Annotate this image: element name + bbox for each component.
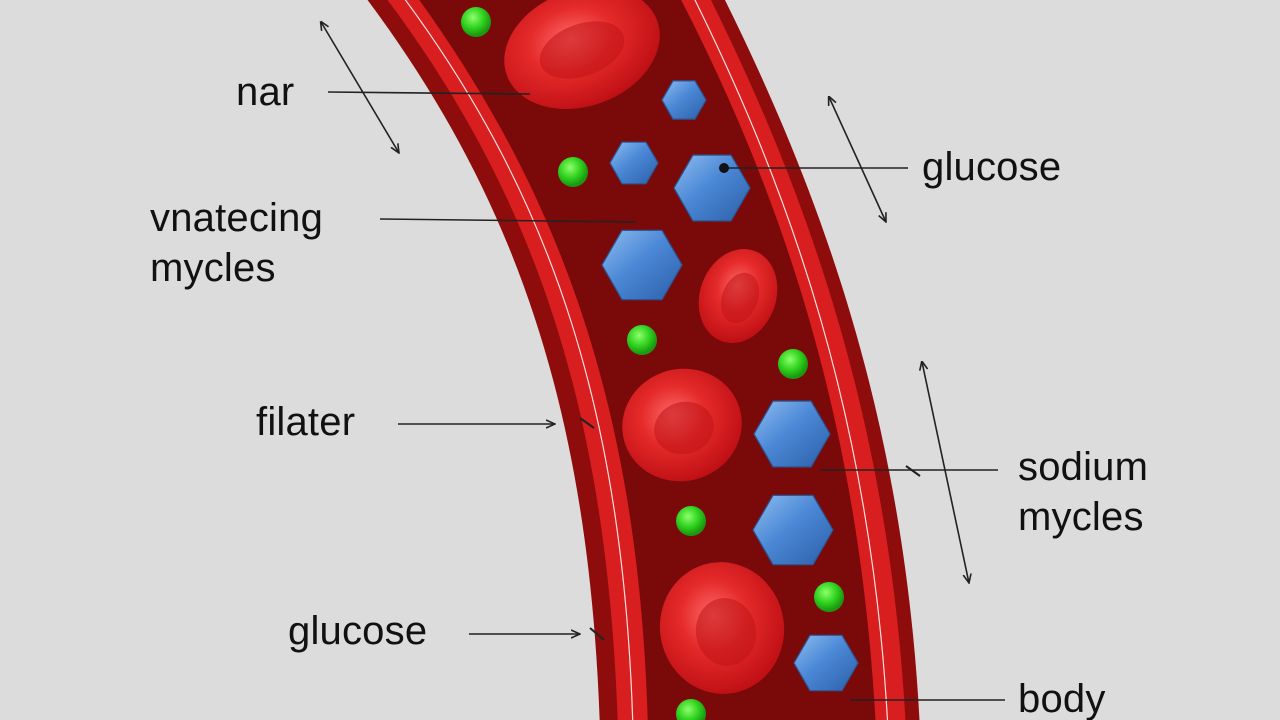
double-headed-arrow-icon (922, 362, 969, 583)
label-nar-text: nar (236, 70, 295, 114)
vessel-highlight-right (694, 0, 889, 720)
double-headed-arrow-icon (829, 97, 886, 222)
green-molecule-dot-icon (558, 157, 588, 187)
green-molecule-dot-icon (814, 582, 844, 612)
leader-tick (579, 417, 595, 429)
leader-tick (589, 627, 605, 641)
label-glucose-right-text: glucose (922, 145, 1062, 189)
green-molecule-dot-icon (461, 7, 491, 37)
leader-endpoint-dot (719, 163, 729, 173)
label-glucose-right: glucose (922, 142, 1061, 192)
glucose-hexagon-icon (793, 634, 859, 692)
label-sodium-line2: mycles (1018, 495, 1144, 539)
label-vnatecing-line2: mycles (150, 246, 276, 290)
green-molecule-dot-icon (778, 349, 808, 379)
leader-tick (905, 465, 921, 477)
label-body-text: body (1018, 677, 1106, 720)
green-molecule-dot-icon (627, 325, 657, 355)
label-filater: filater (256, 397, 355, 447)
red-blood-cell-icon (659, 562, 785, 694)
glucose-hexagon-icon (752, 494, 834, 566)
label-vnatecing-mycles: vnatecing mycles (150, 193, 323, 293)
label-sodium-line1: sodium (1018, 445, 1149, 489)
label-glucose-left-text: glucose (288, 609, 428, 653)
red-blood-cell-icon (504, 0, 660, 109)
glucose-hexagon-icon (753, 400, 831, 468)
green-molecule-dot-icon (676, 506, 706, 536)
label-vnatecing-line1: vnatecing (150, 196, 324, 240)
label-filater-text: filater (256, 400, 356, 444)
green-molecule-dot-icon (676, 699, 706, 720)
label-body: body (1018, 674, 1106, 720)
red-blood-cell-icon (698, 249, 778, 343)
glucose-hexagon-icon (661, 80, 707, 120)
glucose-hexagon-icon (609, 141, 659, 185)
double-headed-arrow-icon (321, 22, 399, 153)
leader-line-vnatecing (379, 218, 637, 223)
label-nar: nar (236, 67, 294, 117)
label-glucose-left: glucose (288, 606, 427, 656)
glucose-hexagon-icon (601, 229, 683, 301)
red-blood-cell-icon (622, 368, 742, 482)
glucose-hexagon-icon (673, 154, 751, 222)
label-sodium-mycles: sodium mycles (1018, 442, 1148, 542)
vessel-highlight-left (404, 0, 634, 720)
